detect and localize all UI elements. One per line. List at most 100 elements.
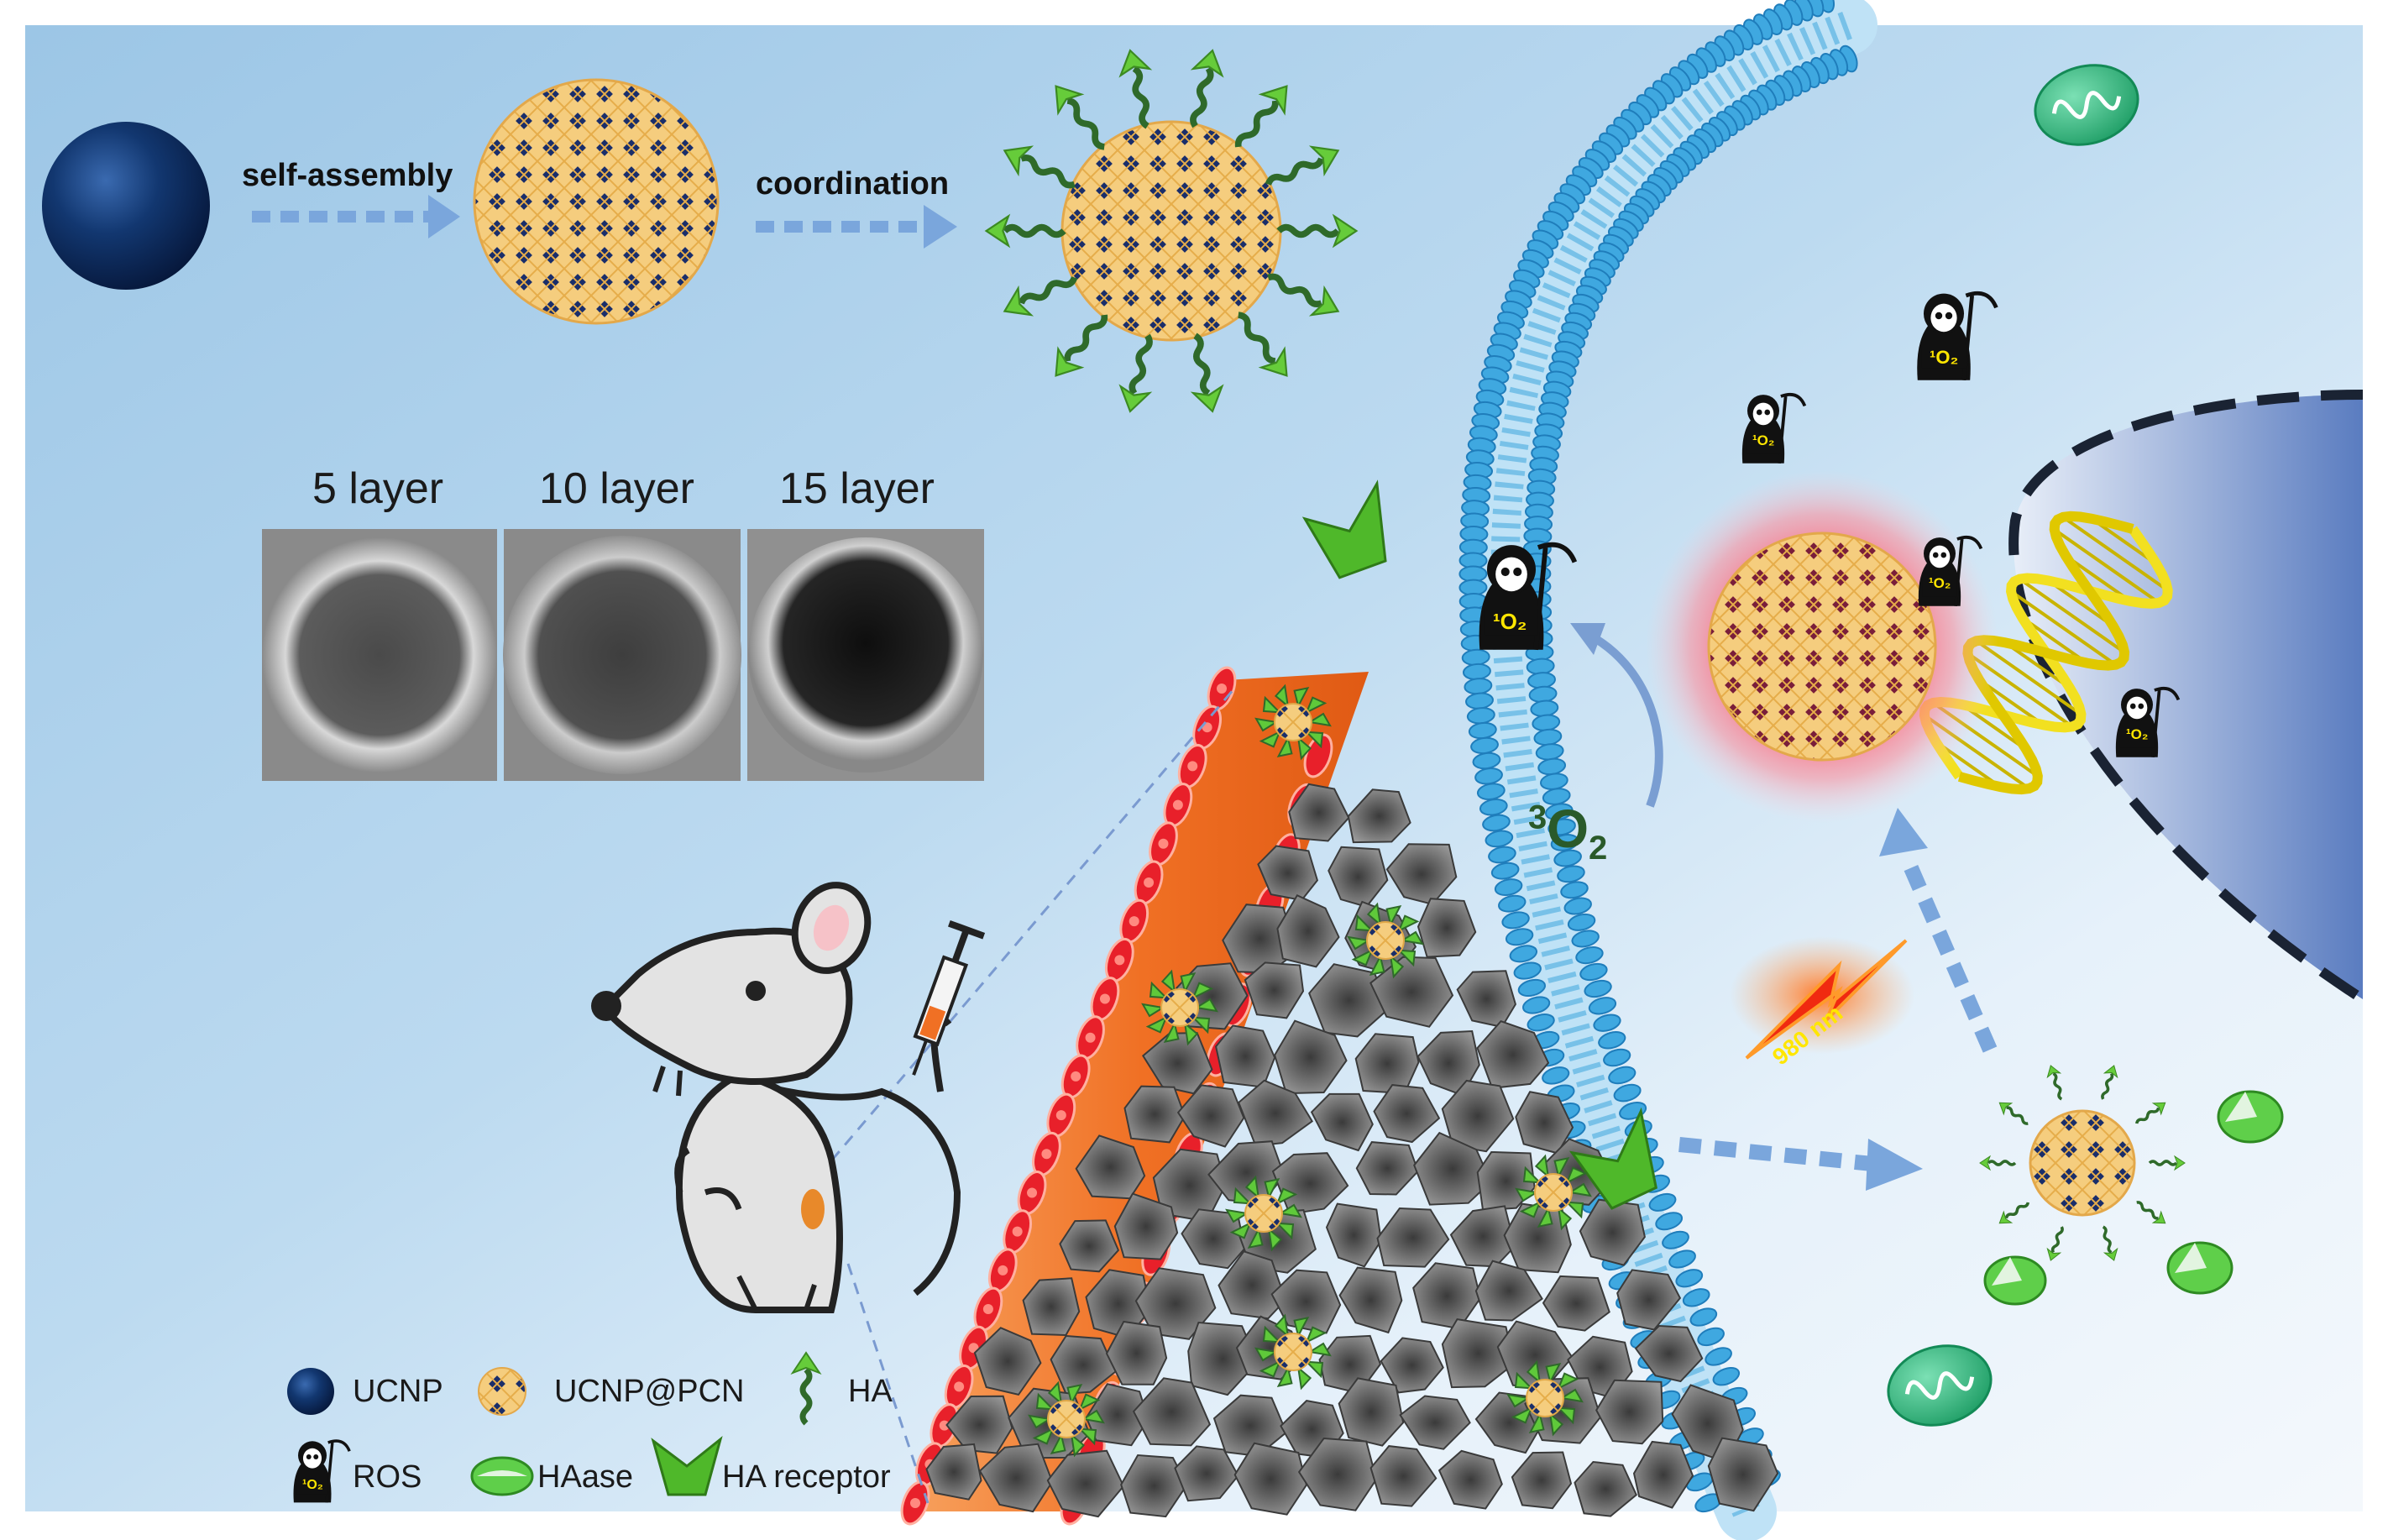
cell-nucleus xyxy=(1055,1110,1066,1121)
ha-fragment xyxy=(1511,1406,1533,1424)
tumor-cell xyxy=(1187,1321,1259,1396)
tem-panel-15-layer xyxy=(747,529,984,781)
tem-label-15-layer: 15 layer xyxy=(779,464,935,513)
ha-fragment xyxy=(1244,1175,1260,1200)
tumor-cell xyxy=(1176,1084,1245,1148)
phospholipid-head xyxy=(1575,946,1604,965)
ucnp-particle xyxy=(42,122,210,290)
ha-fragment xyxy=(1262,695,1282,714)
ha-fragment xyxy=(1275,1187,1298,1206)
phospholipid-head xyxy=(1593,1014,1621,1032)
phospholipid-head xyxy=(1655,1212,1684,1231)
phospholipid-head xyxy=(1697,1327,1725,1347)
curved-arrow xyxy=(1584,630,1663,808)
ha-fragment xyxy=(1526,1359,1542,1385)
tumor-cell xyxy=(1059,1219,1120,1273)
tumor-cell xyxy=(1574,1460,1638,1517)
singlet-oxygen-text-2: ¹O₂ xyxy=(1930,347,1959,368)
phospholipid-head xyxy=(1712,1366,1741,1386)
tumor-cell xyxy=(1632,1440,1694,1509)
coordination-arrow xyxy=(756,205,957,249)
tumor-cell xyxy=(945,1395,1013,1454)
ha-fragment xyxy=(1557,1372,1579,1391)
phospholipid-head xyxy=(1527,1014,1555,1032)
ha-fragment xyxy=(1145,1015,1168,1034)
phospholipid-head xyxy=(1560,881,1589,899)
tumor-cell xyxy=(1707,1437,1779,1512)
tumor-cell xyxy=(1120,1454,1188,1518)
tumor-cell xyxy=(1113,1192,1179,1260)
ha-fragment xyxy=(1259,730,1281,748)
singlet-oxygen-text-4: ¹O₂ xyxy=(1929,575,1951,591)
ha-fragment xyxy=(1354,914,1375,932)
tumor-cell xyxy=(1274,1019,1348,1095)
tumor-cell xyxy=(1595,1379,1664,1445)
ha-fragment xyxy=(1347,935,1371,951)
ha-fragment xyxy=(1304,1360,1324,1379)
singlet-oxygen-text-1: ¹O₂ xyxy=(1493,609,1527,634)
phospholipid-head xyxy=(1689,1307,1718,1327)
phospholipid-head xyxy=(1662,1230,1689,1249)
phospholipid-head xyxy=(1482,814,1511,832)
phospholipid-head xyxy=(1553,849,1582,867)
legend-haase-label: HAase xyxy=(537,1459,634,1495)
legend-ros-label: ROS xyxy=(353,1459,422,1495)
tumor-cell xyxy=(1276,894,1340,968)
tumor-cell xyxy=(1218,1250,1287,1320)
legend-ha-receptor-label: HA receptor xyxy=(722,1459,891,1495)
nanoparticle-core xyxy=(1160,988,1199,1027)
ha-fragment xyxy=(1194,998,1218,1013)
tumor-cell xyxy=(1174,1445,1239,1502)
tumor-cell xyxy=(1338,1377,1405,1447)
phospholipid-head xyxy=(1584,979,1612,998)
ha-fragment xyxy=(1274,1313,1290,1338)
tumor-cell xyxy=(1417,898,1477,958)
tem-label-5-layer: 5 layer xyxy=(312,464,444,513)
ha-fragment xyxy=(1556,1406,1576,1425)
ha-fragment xyxy=(1548,1412,1564,1437)
ucnp-pcn-particle xyxy=(473,78,720,325)
ha-fragment xyxy=(1077,1427,1097,1446)
tumor-cell xyxy=(1046,1449,1125,1518)
phospholipid-head xyxy=(1557,865,1585,883)
ha-fragment xyxy=(1305,696,1328,715)
tumor-cell xyxy=(1297,1437,1378,1511)
phospholipid-head xyxy=(1479,798,1508,816)
nanoparticle-core xyxy=(1534,1173,1573,1212)
ha-fragment xyxy=(1276,736,1293,758)
tumor-cell xyxy=(1413,1131,1492,1206)
cell-nucleus xyxy=(1027,1187,1038,1198)
phospholipid-head xyxy=(1505,928,1534,946)
mitochondrion-bottom xyxy=(1887,1344,1993,1427)
ha-fragment xyxy=(1229,1221,1252,1239)
ha-fragment xyxy=(1259,1359,1281,1378)
tumor-cell xyxy=(1132,1377,1212,1447)
small-coated-nanoparticle xyxy=(1515,1154,1592,1231)
self-assembly-arrow xyxy=(252,195,460,238)
phospholipid-head xyxy=(1588,997,1617,1015)
nucleus xyxy=(2014,395,2363,999)
small-coated-nanoparticle xyxy=(1254,684,1332,761)
legend-ha-receptor-icon xyxy=(651,1435,723,1496)
ha-fragment xyxy=(1262,1325,1282,1344)
tumor-cell xyxy=(978,1443,1054,1513)
tem-panel-5-layer xyxy=(262,529,497,781)
tumor-cell xyxy=(1105,1320,1168,1385)
ucnp-pcn-ha-particle xyxy=(987,47,1357,415)
ha-fragment xyxy=(1047,1380,1063,1406)
tem-panel-10-layer xyxy=(503,529,741,781)
singlet-oxygen-text-3: ¹O₂ xyxy=(1752,432,1775,448)
ha-fragment xyxy=(1534,1154,1550,1179)
ha-fragment xyxy=(1191,1016,1211,1035)
phospholipid-head xyxy=(1675,1269,1704,1288)
ha-fragment xyxy=(1293,1316,1310,1338)
nanoparticle-core xyxy=(1366,921,1405,960)
phospholipid-head xyxy=(1579,962,1608,982)
phospholipid-head xyxy=(1509,945,1538,963)
small-coated-nanoparticle xyxy=(1506,1359,1584,1437)
cell-nucleus xyxy=(1012,1226,1023,1237)
ha-fragment xyxy=(1078,1393,1101,1412)
ha-fragment xyxy=(1307,1342,1332,1357)
cell-nucleus xyxy=(982,1304,993,1315)
tumor-cell xyxy=(1373,1084,1441,1144)
